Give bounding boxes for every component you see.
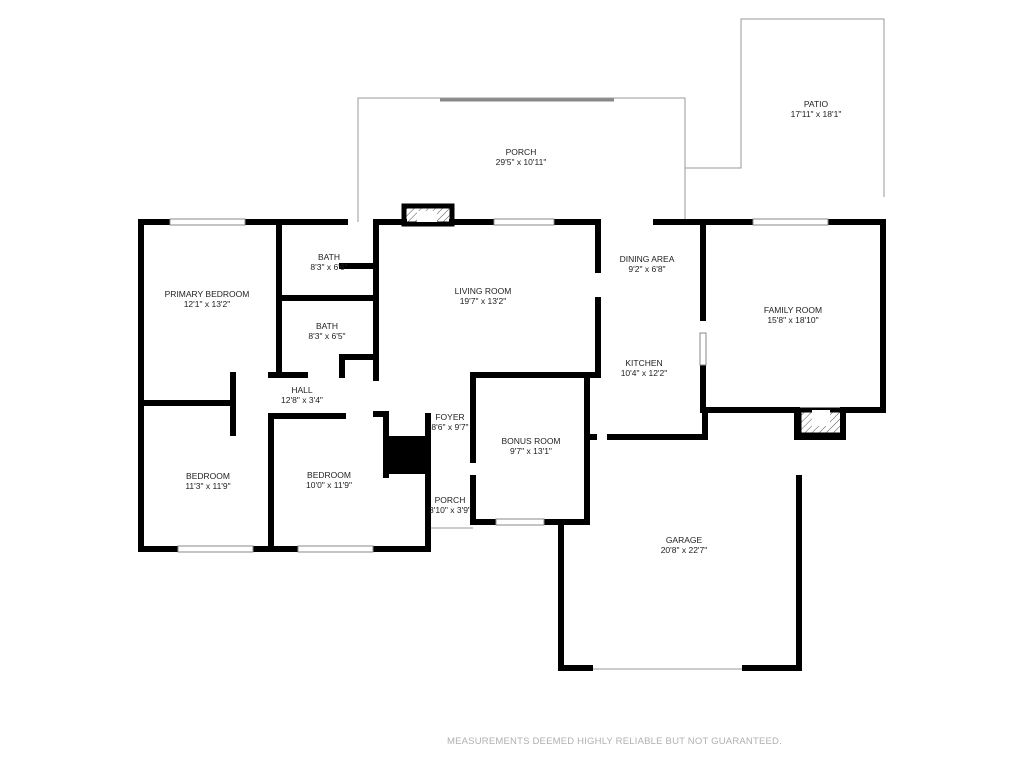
svg-text:9'7" x 13'1": 9'7" x 13'1" — [510, 446, 552, 456]
svg-text:19'7" x 13'2": 19'7" x 13'2" — [460, 296, 507, 306]
svg-text:3'10" x 3'9": 3'10" x 3'9" — [429, 505, 471, 515]
svg-text:KITCHEN: KITCHEN — [625, 358, 662, 368]
svg-text:11'3" x 11'9": 11'3" x 11'9" — [185, 481, 230, 491]
porch-outline — [357, 97, 686, 222]
svg-text:9'2" x 6'8": 9'2" x 6'8" — [628, 264, 665, 274]
svg-text:8'3" x 6'6": 8'3" x 6'6" — [310, 262, 347, 272]
svg-text:PRIMARY BEDROOM: PRIMARY BEDROOM — [165, 289, 250, 299]
svg-text:15'8" x 18'10": 15'8" x 18'10" — [767, 315, 818, 325]
svg-text:8'6" x 9'7": 8'6" x 9'7" — [431, 422, 468, 432]
svg-text:BEDROOM: BEDROOM — [307, 470, 351, 480]
living-fireplace-flue — [417, 211, 437, 222]
family-fireplace-flue — [812, 410, 830, 426]
disclaimer-footer: MEASUREMENTS DEEMED HIGHLY RELIABLE BUT … — [447, 736, 782, 747]
svg-text:29'5" x 10'11": 29'5" x 10'11" — [496, 157, 547, 167]
svg-text:PORCH: PORCH — [506, 147, 537, 157]
svg-text:BONUS ROOM: BONUS ROOM — [501, 436, 560, 446]
svg-text:12'1" x 13'2": 12'1" x 13'2" — [184, 299, 231, 309]
svg-text:12'8" x 3'4": 12'8" x 3'4" — [281, 395, 323, 405]
svg-text:10'0" x 11'9": 10'0" x 11'9" — [306, 480, 352, 490]
svg-text:BEDROOM: BEDROOM — [186, 471, 230, 481]
svg-text:10'4" x 12'2": 10'4" x 12'2" — [621, 368, 668, 378]
svg-text:DINING AREA: DINING AREA — [620, 254, 675, 264]
windows — [169, 218, 829, 553]
svg-text:FAMILY ROOM: FAMILY ROOM — [764, 305, 822, 315]
svg-text:PORCH: PORCH — [435, 495, 466, 505]
svg-text:20'8" x 22'7": 20'8" x 22'7" — [661, 545, 708, 555]
svg-text:BATH: BATH — [316, 321, 338, 331]
svg-text:FOYER: FOYER — [435, 412, 464, 422]
svg-text:HALL: HALL — [291, 385, 313, 395]
svg-text:GARAGE: GARAGE — [666, 535, 703, 545]
svg-text:LIVING ROOM: LIVING ROOM — [455, 286, 512, 296]
svg-text:8'3" x 6'5": 8'3" x 6'5" — [308, 331, 345, 341]
foyer-closet — [386, 436, 428, 474]
patio-outline — [684, 18, 885, 222]
svg-text:17'11" x 18'1": 17'11" x 18'1" — [791, 109, 842, 119]
svg-text:PATIO: PATIO — [804, 99, 829, 109]
svg-text:BATH: BATH — [318, 252, 340, 262]
